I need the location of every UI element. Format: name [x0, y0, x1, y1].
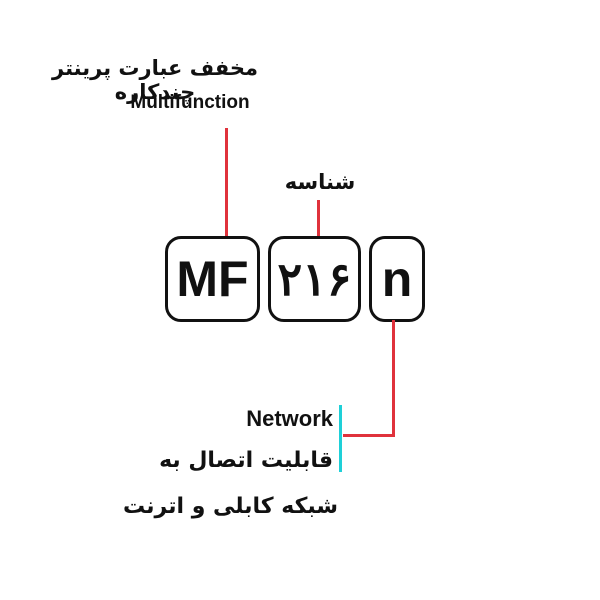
n-accent-bar	[339, 405, 342, 472]
id-code-text: ۲۱۶	[277, 253, 352, 305]
mf-code-box: MF	[165, 236, 260, 322]
mf-label-english: Multifunction	[130, 92, 250, 113]
n-label-english: Network	[246, 406, 333, 431]
n-connector-vertical	[392, 320, 395, 437]
id-connector-line	[317, 200, 320, 238]
id-code-box: ۲۱۶	[268, 236, 361, 322]
id-label-persian: شناسه	[284, 170, 356, 194]
n-code-text: n	[381, 251, 413, 307]
n-label-persian-line2: شبکه کابلی و اترنت	[123, 494, 338, 519]
n-connector-horizontal	[343, 434, 395, 437]
mf-code-text: MF	[176, 251, 249, 307]
mf-label-persian: مخفف عبارت پرینتر چندکاره	[52, 56, 258, 104]
n-label-persian-line1: قابلیت اتصال به	[159, 448, 333, 473]
mf-connector-line	[225, 128, 228, 238]
n-code-box: n	[369, 236, 425, 322]
